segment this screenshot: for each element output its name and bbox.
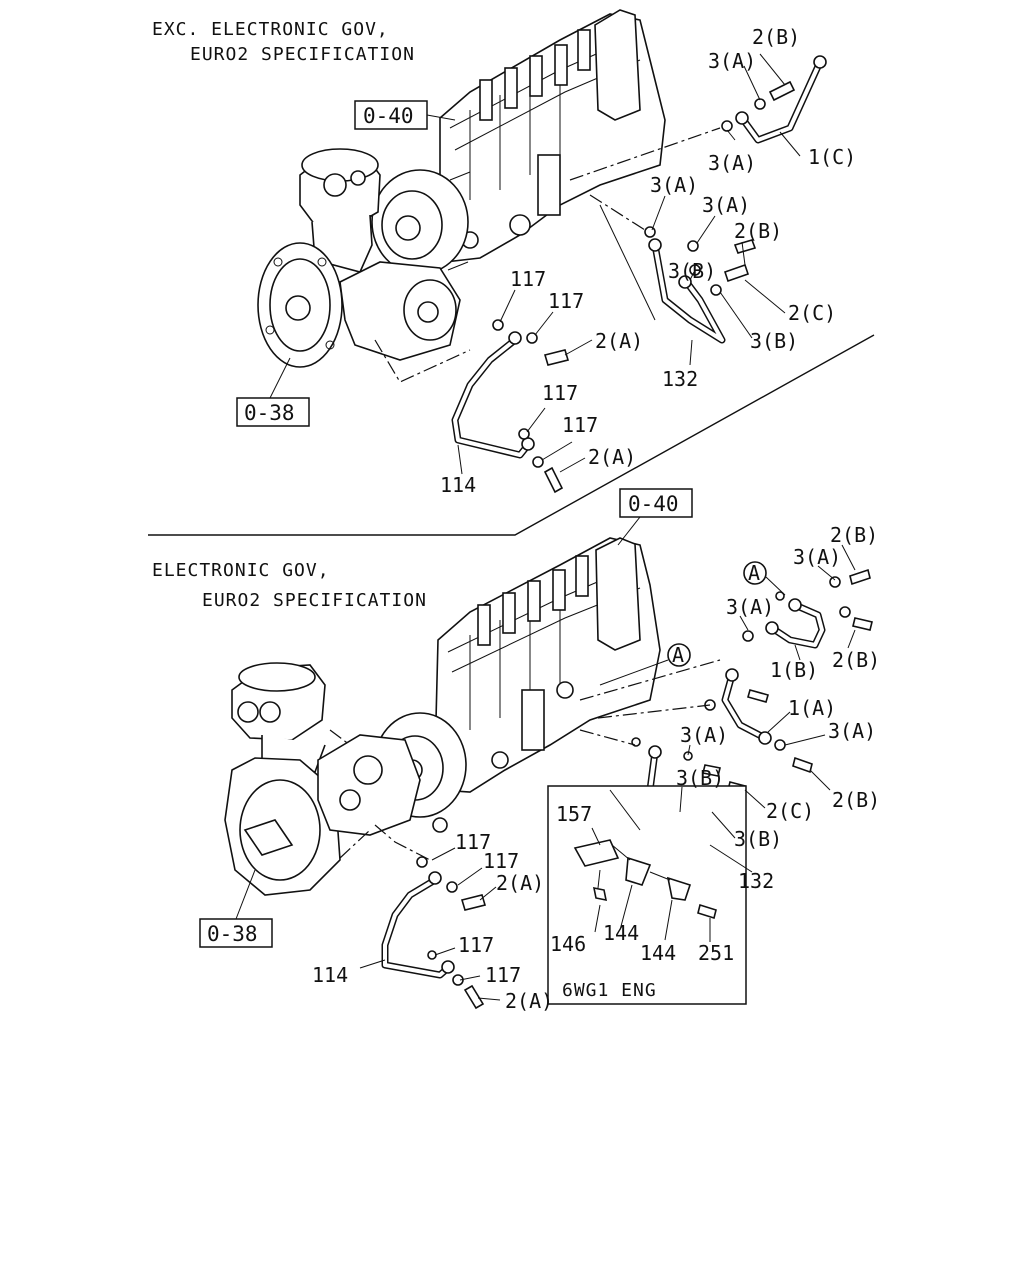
section-divider <box>148 334 875 536</box>
inset-label-251: 251 <box>698 941 734 965</box>
lower-label-132: 132 <box>738 869 774 893</box>
upper-label-3a-left: 3(A) <box>650 173 698 197</box>
lower-label-2b-low: 2(B) <box>832 788 880 812</box>
lower-label-2a-top: 2(A) <box>496 871 544 895</box>
upper-pipe-132 <box>589 194 757 344</box>
lower-leader-lines <box>359 544 856 1001</box>
lower-labels: 2(B) 3(A) 3(A) 2(B) 1(B) 1(A) 3(A) 3(A) … <box>312 523 880 1013</box>
lower-ref-pump-label: 0-40 <box>628 492 679 516</box>
lower-ref-compressor-label: 0-38 <box>207 922 258 946</box>
lower-header-line2: EURO2 SPECIFICATION <box>202 590 427 611</box>
upper-injection-pump <box>439 9 666 263</box>
upper-label-2b: 2(B) <box>752 25 800 49</box>
lower-label-2b-right: 2(B) <box>832 648 880 672</box>
lower-header-line1: ELECTRONIC GOV, <box>152 560 330 581</box>
lower-label-117-c: 117 <box>458 933 494 957</box>
lower-label-1b: 1(B) <box>770 658 818 682</box>
upper-label-2c: 2(C) <box>788 301 836 325</box>
lower-pipe-1a <box>579 659 813 774</box>
upper-label-2a-top: 2(A) <box>595 329 643 353</box>
upper-label-114: 114 <box>440 473 476 497</box>
lower-ref-pump-box: 0-40 <box>617 488 693 546</box>
upper-label-3a-top: 3(A) <box>708 49 756 73</box>
inset-label-144-a: 144 <box>603 921 639 945</box>
upper-air-compressor <box>257 148 461 368</box>
inset-label-146: 146 <box>550 932 586 956</box>
inset-caption: 6WG1 ENG <box>562 980 657 1001</box>
upper-label-3b-bot: 3(B) <box>750 329 798 353</box>
upper-pipe-114 <box>374 319 570 494</box>
upper-section: EXC. ELECTRONIC GOV, EURO2 SPECIFICATION <box>152 9 856 497</box>
lower-label-2c: 2(C) <box>766 799 814 823</box>
lower-circle-a-upper-label: A <box>748 561 760 585</box>
lower-inset-6wg1: 157 146 144 144 251 6WG1 ENG <box>547 785 747 1005</box>
lower-label-117-a: 117 <box>455 830 491 854</box>
lower-label-3a-left: 3(A) <box>726 595 774 619</box>
lower-label-3b-top: 3(B) <box>676 766 724 790</box>
lower-label-117-b: 117 <box>483 849 519 873</box>
lower-circle-a-upper: A <box>743 561 786 596</box>
inset-label-157: 157 <box>556 802 592 826</box>
upper-label-117-d: 117 <box>562 413 598 437</box>
upper-label-3b-top: 3(B) <box>668 259 716 283</box>
lower-pipe-1b <box>742 568 873 649</box>
upper-ref-pump-label: 0-40 <box>363 104 414 128</box>
lower-label-2a-bot: 2(A) <box>505 989 553 1013</box>
lower-circle-a-lower: A <box>599 643 691 686</box>
upper-label-2a-bot: 2(A) <box>588 445 636 469</box>
lower-pipe-114 <box>339 824 487 1010</box>
lower-label-2b-top: 2(B) <box>830 523 878 547</box>
inset-label-144-b: 144 <box>640 941 676 965</box>
lower-circle-a-lower-label: A <box>672 643 684 667</box>
lower-injection-pump <box>432 537 661 833</box>
upper-timer-housing <box>371 169 471 275</box>
upper-label-2b-mid: 2(B) <box>734 219 782 243</box>
upper-pipe-1c <box>569 55 827 181</box>
upper-label-117-c: 117 <box>542 381 578 405</box>
upper-label-3a-mid: 3(A) <box>708 151 756 175</box>
lower-ref-compressor-box: 0-38 <box>199 869 273 948</box>
upper-label-3a-right: 3(A) <box>702 193 750 217</box>
upper-header-line2: EURO2 SPECIFICATION <box>190 44 415 65</box>
lower-label-3b-bot: 3(B) <box>734 827 782 851</box>
lower-label-3a-right: 3(A) <box>828 719 876 743</box>
lower-label-3a-mid: 3(A) <box>680 723 728 747</box>
lower-label-1a: 1(A) <box>788 696 836 720</box>
upper-label-1c: 1(C) <box>808 145 856 169</box>
upper-leader-lines <box>457 53 801 475</box>
lower-label-117-d: 117 <box>485 963 521 987</box>
upper-ref-compressor-box: 0-38 <box>236 357 310 427</box>
lower-air-compressor <box>224 662 421 896</box>
lower-label-3a-top: 3(A) <box>793 545 841 569</box>
upper-labels: 2(B) 3(A) 3(A) 1(C) 3(A) 3(A) 2(B) 3(B) … <box>440 25 856 497</box>
upper-ref-compressor-label: 0-38 <box>244 401 295 425</box>
upper-label-117-a: 117 <box>510 267 546 291</box>
upper-label-132: 132 <box>662 367 698 391</box>
lower-label-114: 114 <box>312 963 348 987</box>
upper-ref-pump-box: 0-40 <box>354 100 456 130</box>
upper-label-117-b: 117 <box>548 289 584 313</box>
upper-header-line1: EXC. ELECTRONIC GOV, <box>152 19 389 40</box>
lower-section: ELECTRONIC GOV, EURO2 SPECIFICATION <box>152 488 880 1013</box>
